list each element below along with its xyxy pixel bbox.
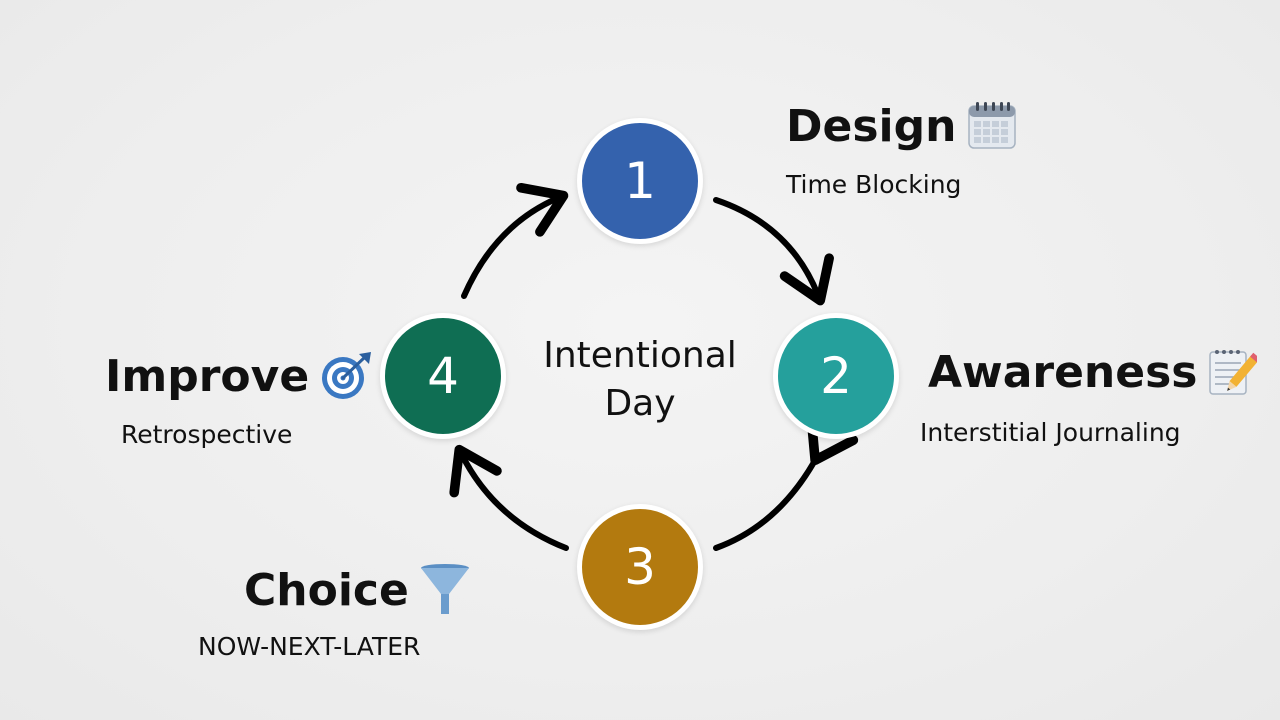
step-1-title: Design (786, 100, 957, 152)
funnel-icon (419, 562, 471, 618)
step-3-circle: 3 (577, 504, 703, 630)
step-4-title-group: Improve (105, 350, 373, 402)
step-3-number: 3 (624, 538, 656, 596)
step-2-title: Awareness (928, 346, 1198, 398)
step-4-number: 4 (427, 347, 459, 405)
step-3-subtitle: NOW-NEXT-LATER (198, 632, 421, 661)
arrow-1-to-2 (713, 197, 834, 306)
target-arrow-icon (319, 350, 373, 402)
step-3-title-group: Choice (244, 562, 471, 618)
step-2-number: 2 (820, 347, 852, 405)
memo-pencil-icon (1207, 346, 1261, 398)
step-4-title: Improve (105, 350, 310, 402)
arrow-2-to-3 (713, 412, 859, 551)
step-2-title-group: Awareness (928, 346, 1261, 398)
arrow-4-to-1 (461, 182, 569, 299)
step-4-circle: 4 (380, 313, 506, 439)
calendar-icon (966, 100, 1018, 152)
step-2-subtitle: Interstitial Journaling (920, 418, 1181, 447)
step-4-subtitle: Retrospective (121, 420, 293, 449)
center-title-line2: Day (604, 383, 676, 424)
step-2-circle: 2 (773, 313, 899, 439)
arrow-3-to-4 (449, 444, 569, 551)
step-3-title: Choice (244, 564, 409, 616)
step-1-subtitle: Time Blocking (786, 170, 962, 199)
step-1-circle: 1 (577, 118, 703, 244)
center-title: Intentional Day (520, 332, 760, 428)
step-1-title-group: Design (786, 100, 1018, 152)
center-title-line1: Intentional (543, 335, 737, 376)
step-1-number: 1 (624, 152, 656, 210)
